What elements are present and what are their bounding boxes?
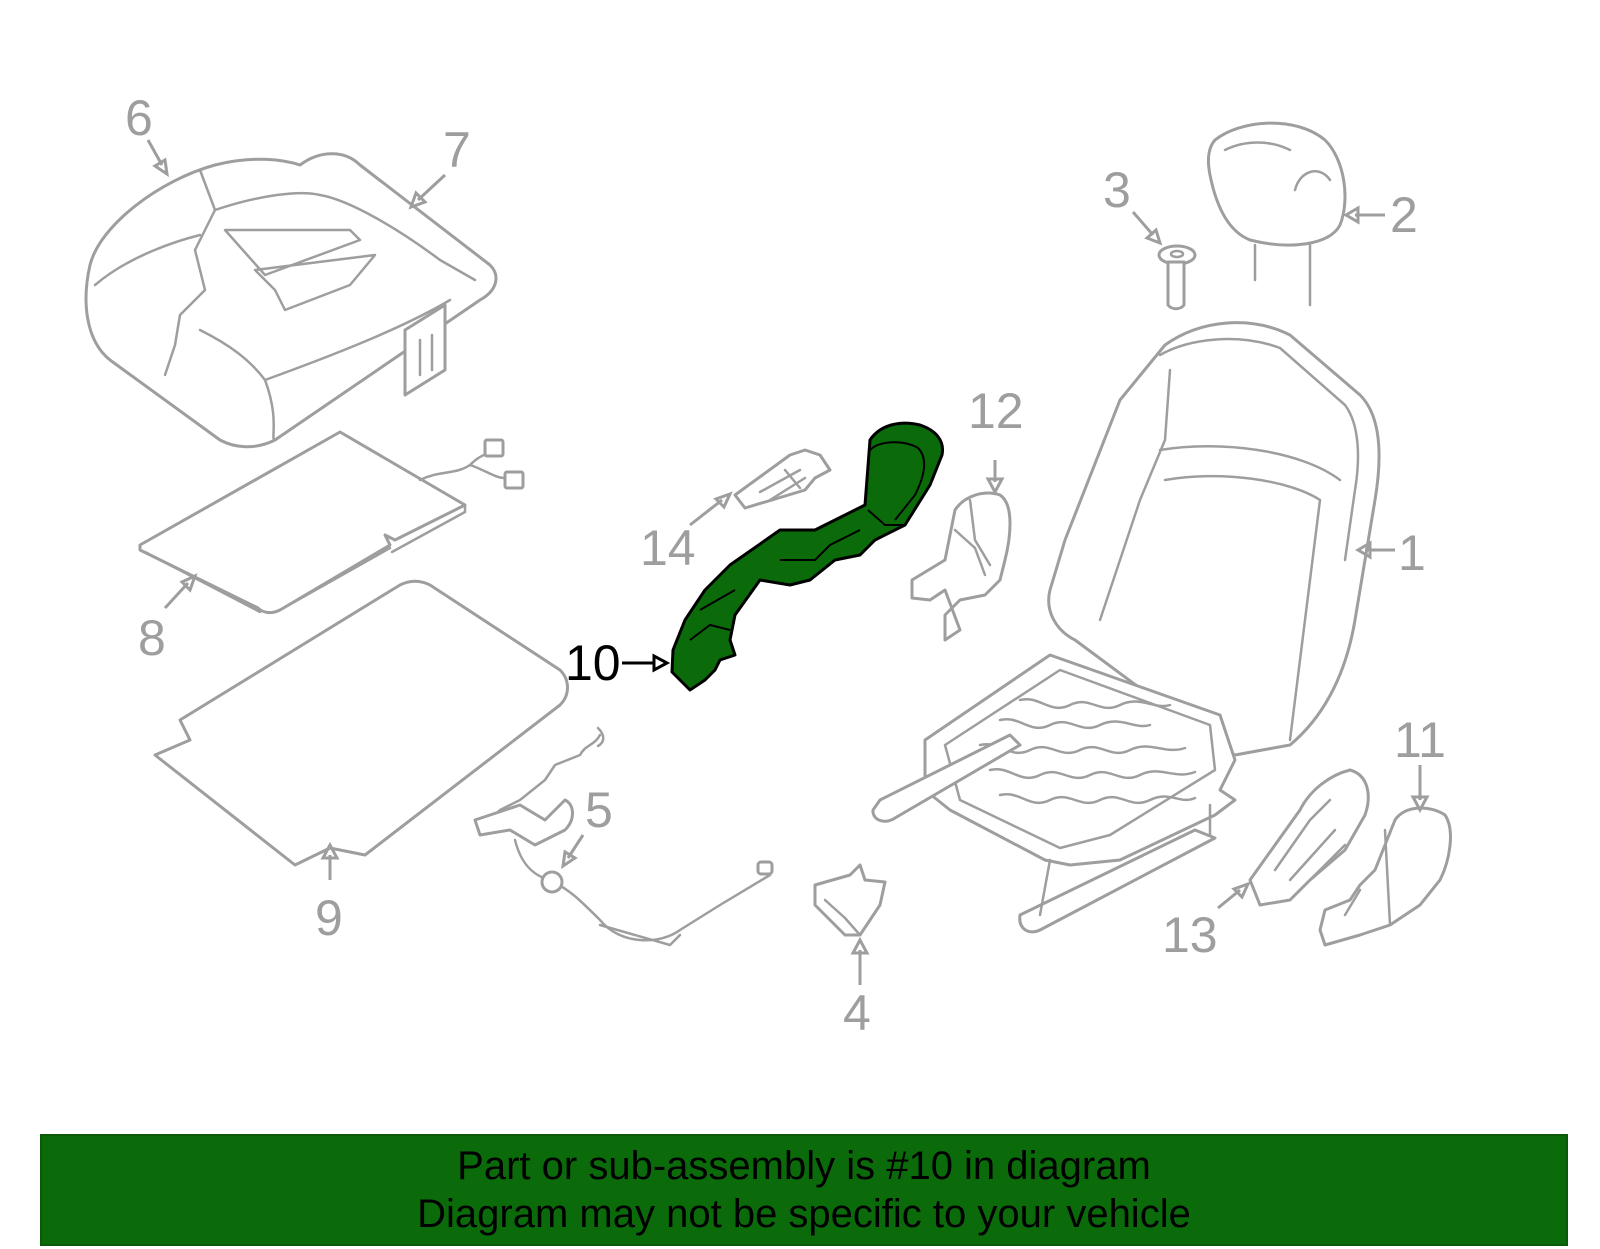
callout-14: 14 (640, 520, 696, 576)
part-9-seat-panel (153, 579, 569, 867)
part-14-trim (733, 448, 832, 510)
callout-5: 5 (585, 782, 613, 838)
callout-7: 7 (443, 122, 471, 178)
callout-9: 9 (315, 890, 343, 946)
callout-2: 2 (1390, 187, 1418, 243)
info-banner: Part or sub-assembly is #10 in diagram D… (40, 1134, 1568, 1246)
part-13-side-cover (1248, 768, 1370, 907)
part-6-7-seat-cushion (84, 152, 498, 449)
seat-parts-diagram: 1 2 3 4 5 6 7 8 9 10 11 12 13 14 (84, 90, 1452, 1041)
part-11-side-cover (1318, 806, 1452, 947)
part-2-headrest (1206, 121, 1347, 307)
part-3-headrest-guide (1157, 244, 1197, 311)
callout-12: 12 (968, 383, 1024, 439)
callout-4: 4 (843, 985, 871, 1041)
callout-labels: 1 2 3 4 5 6 7 8 9 10 11 12 13 14 (125, 90, 1446, 1041)
leader-lines (146, 139, 1430, 985)
callout-1: 1 (1398, 525, 1426, 581)
banner-line-1: Part or sub-assembly is #10 in diagram (457, 1144, 1151, 1188)
part-4-bracket (813, 863, 887, 937)
part-12-recliner-cover (910, 491, 1012, 642)
banner-line-2: Diagram may not be specific to your vehi… (417, 1192, 1191, 1236)
callout-8: 8 (138, 610, 166, 666)
part-8-seat-heater (138, 430, 525, 615)
callout-6: 6 (125, 90, 153, 146)
part-1-seat-assembly (871, 321, 1381, 934)
callout-3: 3 (1103, 162, 1131, 218)
part-10-highlighted (670, 421, 945, 692)
callout-10: 10 (565, 635, 621, 691)
callout-11: 11 (1394, 712, 1446, 768)
callout-13: 13 (1162, 907, 1218, 963)
part-5-cable (473, 726, 774, 947)
